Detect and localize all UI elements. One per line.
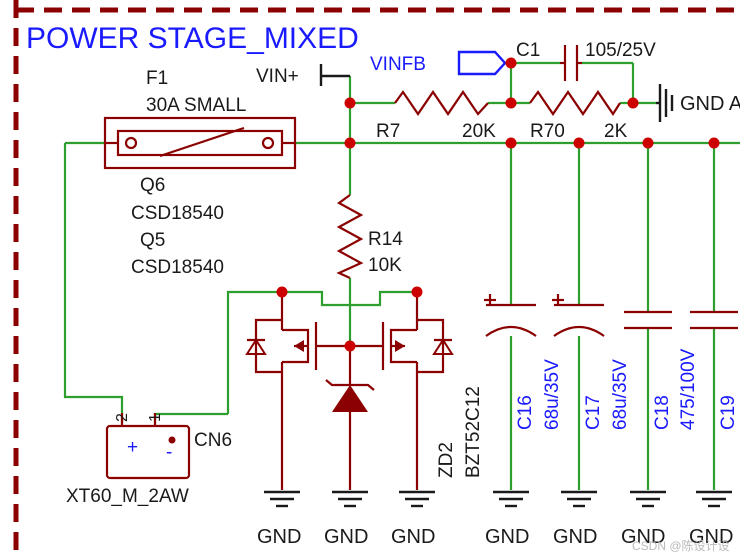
cn6-pin1-label: 1 <box>147 413 164 422</box>
q6-value: CSD18540 <box>131 203 224 224</box>
gnd-c19-symbol <box>696 490 732 508</box>
vin-port-symbol <box>319 64 350 86</box>
c19-symbol <box>690 310 738 330</box>
watermark: CSDN @陈设计设 <box>632 538 730 553</box>
vinfb-net-label: VINFB <box>370 54 426 75</box>
zd2-value: BZT52C12 <box>463 386 484 478</box>
c17-symbol <box>552 294 605 337</box>
r70-ref: R70 <box>530 121 565 142</box>
q5-value: CSD18540 <box>131 257 224 278</box>
r7-value: 20K <box>462 121 496 142</box>
cn6-value: XT60_M_2AW <box>66 486 189 507</box>
gnd-label-zd2: GND <box>324 526 368 548</box>
zd2-ref: ZD2 <box>436 442 457 478</box>
q5-mosfet-symbol <box>350 292 454 490</box>
gnd-right-symbol <box>656 84 674 122</box>
r7-symbol <box>394 90 489 116</box>
r14-symbol <box>336 194 364 280</box>
sheet-title: POWER STAGE_MIXED <box>26 22 359 55</box>
c17-value: 68u/35V <box>610 359 631 430</box>
c1-ref: C1 <box>516 40 540 61</box>
cn6-ref: CN6 <box>194 430 232 451</box>
vinfb-port-symbol <box>457 50 507 76</box>
c1-symbol <box>560 45 582 81</box>
fuse-ref: F1 <box>146 68 168 89</box>
gnd-zd2-symbol <box>332 490 368 508</box>
c17-ref: C17 <box>583 395 604 430</box>
r14-value: 10K <box>368 255 402 276</box>
q6-mosfet-symbol <box>245 292 350 490</box>
gnd-label-q6: GND <box>257 526 301 548</box>
gnd-label-c17: GND <box>553 526 597 548</box>
gnd-right-label: GND A <box>680 93 740 115</box>
gnd-symbols <box>264 490 732 508</box>
cn6-minus-label: - <box>166 442 172 463</box>
c19-ref: C19 <box>718 395 739 430</box>
q6-ref: Q6 <box>140 175 165 196</box>
c1-value: 105/25V <box>585 40 656 61</box>
c16-ref: C16 <box>515 395 536 430</box>
vin-net-label: VIN+ <box>256 66 299 87</box>
gnd-q5-symbol <box>399 490 435 508</box>
junction-dots <box>276 57 720 352</box>
gnd-label-c16: GND <box>485 526 529 548</box>
c18-value: 475/100V <box>678 348 699 430</box>
cn6-plus-label: + <box>127 437 138 458</box>
gnd-q6-symbol <box>264 490 300 508</box>
gnd-c17-symbol <box>561 490 597 508</box>
gnd-label-q5: GND <box>391 526 435 548</box>
r14-ref: R14 <box>368 229 403 250</box>
q5-ref: Q5 <box>140 230 165 251</box>
c18-symbol <box>624 310 672 330</box>
gnd-label-c19: GND <box>689 526 733 548</box>
gnd-c16-symbol <box>493 490 529 508</box>
r70-symbol <box>529 90 621 116</box>
c18-ref: C18 <box>652 395 673 430</box>
r70-value: 2K <box>604 121 628 142</box>
cn6-symbol <box>105 413 191 480</box>
fuse-symbol <box>103 116 297 170</box>
cn6-pin2-label: 2 <box>114 413 131 422</box>
zd2-symbol <box>325 346 375 490</box>
gnd-c18-symbol <box>630 490 666 508</box>
fuse-value: 30A SMALL <box>146 95 246 116</box>
wires <box>63 61 740 490</box>
gnd-label-c18: GND <box>621 526 665 548</box>
c16-value: 68u/35V <box>542 359 563 430</box>
sheet-border <box>13 0 740 556</box>
c16-symbol <box>484 294 537 337</box>
r7-ref: R7 <box>376 121 400 142</box>
